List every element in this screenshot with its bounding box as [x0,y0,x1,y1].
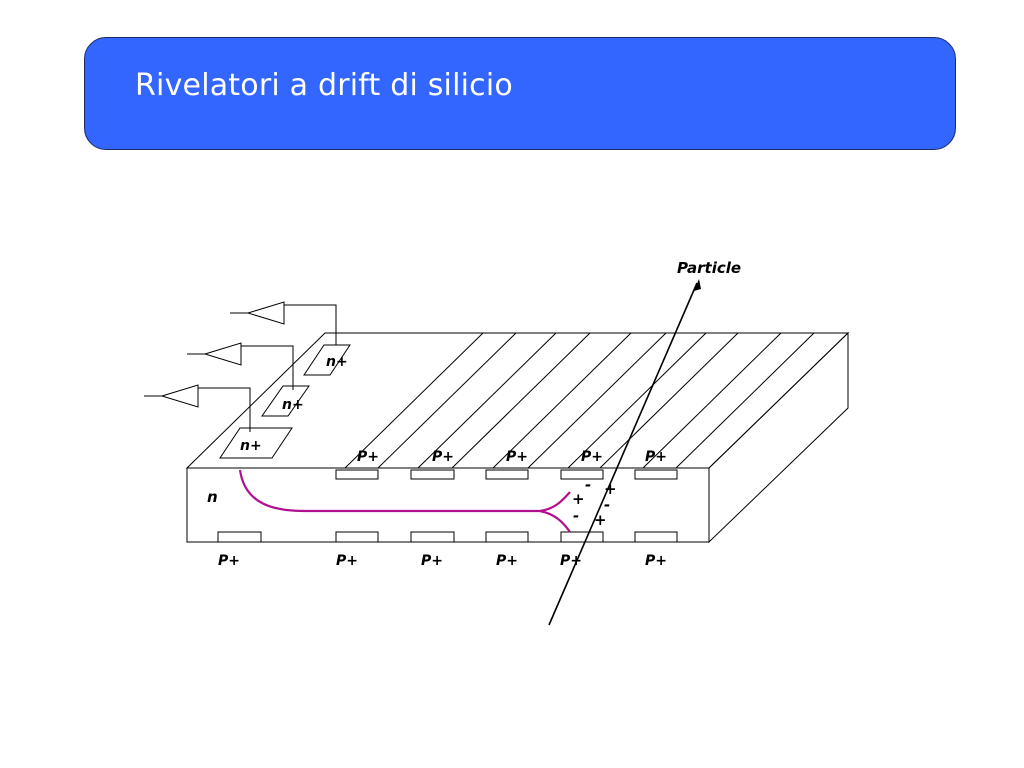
top-p-label: P+ [645,449,667,465]
labels: Particle n P+ P+ P+ P+ P+ P+ P+ P+ P+ P+… [207,259,741,569]
amplifier-wire [284,304,337,345]
bottom-p-implant [560,531,604,543]
strip-line [567,332,707,469]
amplifier-icon [160,384,199,408]
amplifiers [144,301,337,432]
drift-path-lower-branch [539,509,571,533]
amplifier-wire [241,345,294,390]
strip-line [344,332,484,469]
bottom-p-implant [217,531,262,543]
anode-pad [303,344,351,376]
top-p-label: P+ [357,449,379,465]
strip-line [642,332,782,469]
amplifier-wire [198,387,251,432]
strip-line [417,332,557,469]
bottom-p-label: P+ [218,553,240,569]
top-p-label: P+ [506,449,528,465]
top-strip-lines [344,332,815,469]
particle-label: Particle [677,259,741,277]
bottom-p-label: P+ [645,553,667,569]
top-p-implant [410,469,455,480]
charge-symbol: - [585,476,591,494]
top-p-implant [634,469,678,480]
anode-pad [261,385,310,417]
charge-symbol: + [604,480,617,498]
anode-pad [219,427,293,459]
top-p-label: P+ [581,449,603,465]
top-p-implant [485,469,529,480]
particle-track-line [548,282,698,626]
drift-path [238,469,571,533]
top-p-label: P+ [432,449,454,465]
strip-line [377,332,517,469]
charge-symbol: + [594,511,607,529]
strip-line [599,332,739,469]
top-p-implant [335,469,379,480]
charge-symbol: - [604,496,610,514]
anode-label: n+ [282,397,304,413]
strip-line [492,332,632,469]
bottom-p-implant [335,531,379,543]
amplifier-icon [203,342,242,366]
charge-symbol: - [573,507,579,525]
bottom-p-label: P+ [560,553,582,569]
bottom-p-implant [634,531,678,543]
bottom-p-implant [410,531,455,543]
strip-line [451,332,591,469]
anode-label: n+ [240,438,262,454]
bottom-p-implant [485,531,529,543]
anode-pads [219,344,351,459]
top-p-implant [560,469,604,480]
amplifier-icon [246,301,285,325]
drift-path-main [238,469,540,513]
arrow-head-icon [694,279,701,291]
slide-title: Rivelatori a drift di silicio [135,68,513,103]
strip-line [675,332,815,469]
bottom-p-label: P+ [421,553,443,569]
bottom-p-label: P+ [336,553,358,569]
strip-line [527,332,667,469]
block-side-face [708,331,849,544]
title-bar: Rivelatori a drift di silicio [84,37,956,150]
n-region-label: n [207,488,218,506]
charge-symbol: + [572,490,585,508]
bottom-p-implants [217,531,678,543]
top-p-implants [335,469,678,480]
bottom-p-label: P+ [496,553,518,569]
anode-label: n+ [326,354,348,370]
drift-path-upper-branch [539,491,571,513]
particle-track [548,279,701,626]
